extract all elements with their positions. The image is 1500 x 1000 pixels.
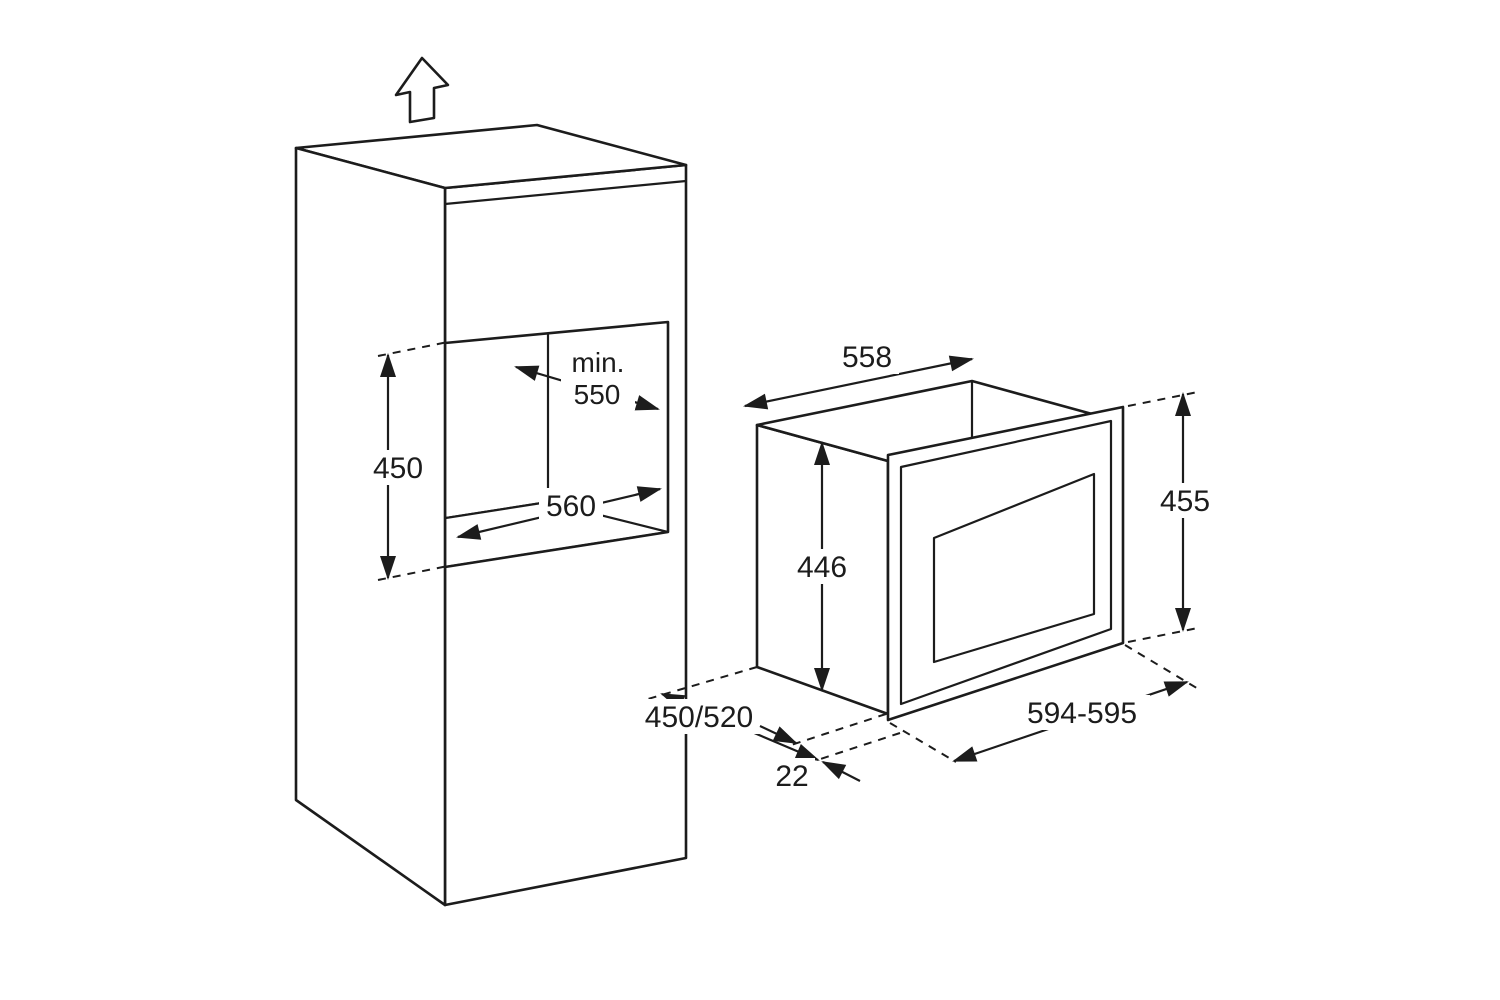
cabinet-side-face (294, 146, 447, 907)
dim-label-cabinet-depth: 450/520 (645, 701, 753, 734)
label-backing (769, 758, 815, 793)
label-backing (835, 340, 899, 374)
label-backing (635, 699, 763, 734)
extension-line (1127, 391, 1199, 407)
oven-door-frame (899, 419, 1113, 706)
label-backing (1014, 695, 1150, 730)
extension-line (801, 732, 901, 766)
oven-door-window (932, 472, 1096, 664)
extension-line (787, 713, 887, 747)
dim-label-niche-width: 560 (546, 490, 596, 523)
label-backing (561, 344, 635, 410)
extension-line (1124, 644, 1201, 691)
dim-label-body-width: 558 (842, 341, 892, 374)
extension-line (377, 565, 449, 581)
dim-niche-height: 450 (366, 341, 449, 581)
cabinet (294, 56, 688, 907)
dim-label-body-height: 446 (797, 551, 847, 584)
dim-niche-width: 560 (456, 486, 662, 540)
dim-front-height: 455 (1127, 391, 1217, 643)
dim-niche-depth: min. 550 (514, 344, 660, 411)
dim-body-height: 446 (790, 441, 854, 692)
up-arrow-icon (394, 56, 450, 124)
dimension-arrow (821, 761, 861, 782)
label-backing (366, 450, 430, 485)
label-backing (1153, 483, 1217, 518)
dim-cabinet-depth: 450/520 (635, 666, 820, 762)
extension-line (889, 722, 957, 763)
dim-label-niche-depth-prefix: min. (572, 347, 625, 378)
extension-line (377, 341, 449, 357)
cabinet-top-panel-edge (444, 179, 687, 206)
dim-label-niche-depth: 550 (574, 379, 621, 410)
label-backing (790, 549, 854, 584)
dim-label-front-width: 594-595 (1027, 697, 1137, 730)
dimension-arrow (743, 355, 974, 410)
dimension-arrow (759, 725, 798, 744)
dim-label-front-height: 455 (1160, 485, 1210, 518)
dim-body-width: 558 (743, 340, 974, 410)
dim-label-niche-height: 450 (373, 452, 423, 485)
dim-front-width: 594-595 (889, 644, 1201, 763)
dim-front-overhang: 22 (759, 713, 901, 793)
label-backing (539, 488, 603, 523)
dimensions: 450 min. 550 560 450/520 558 (366, 340, 1217, 793)
extension-line (1127, 627, 1199, 643)
dim-label-front-overhang: 22 (775, 760, 808, 793)
